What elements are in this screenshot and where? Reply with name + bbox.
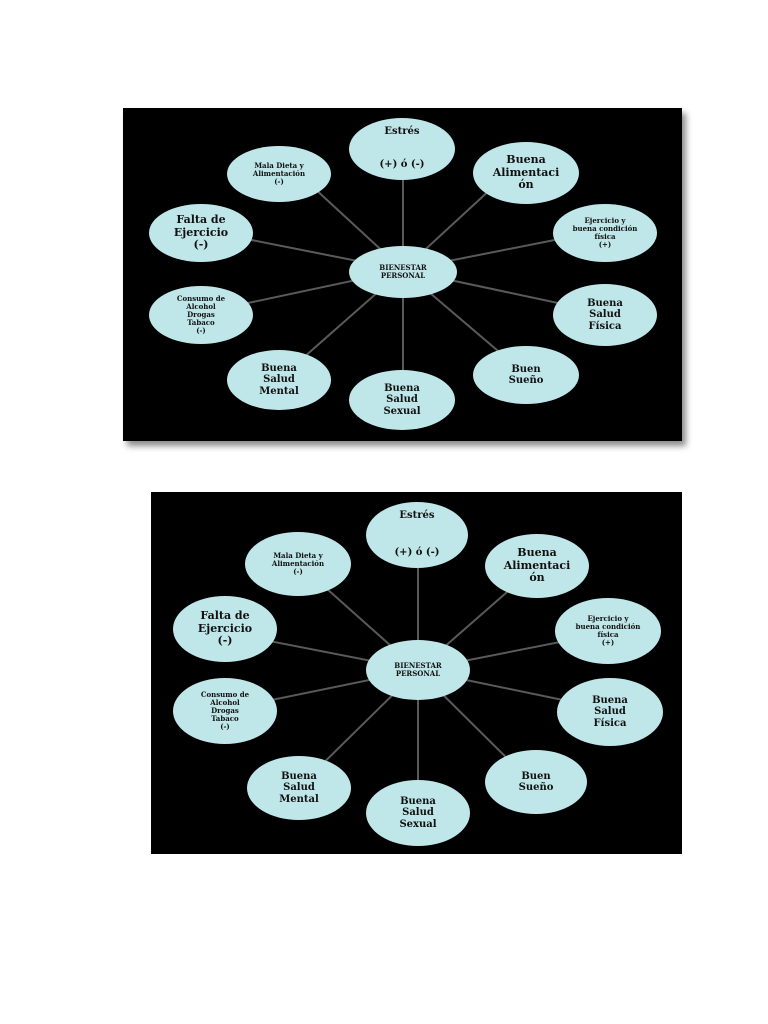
node-center: BIENESTAR PERSONAL [349,246,457,298]
node-buena-salud-sexual: Buena Salud Sexual [366,780,470,846]
node-center-label: BIENESTAR PERSONAL [379,262,427,280]
node-buena-salud-sexual: Buena Salud Sexual [349,370,455,430]
node-buena-salud-mental: Buena Salud Mental [247,756,351,820]
node-buena-salud-mental-label: Buena Salud Mental [279,770,319,805]
node-buena-salud-mental: Buena Salud Mental [227,350,331,410]
node-center-label: BIENESTAR PERSONAL [394,660,442,678]
node-buen-sueno: Buen Sueño [485,750,587,814]
node-buen-sueno: Buen Sueño [473,346,579,404]
diagram-panel-bottom: Estrés (+) ó (-) Mala Dieta y Alimentaci… [151,492,682,854]
node-estres: Estrés (+) ó (-) [349,118,455,180]
node-mala-dieta: Mala Dieta y Alimentación (-) [245,532,351,596]
node-buena-salud-fisica: Buena Salud Física [553,284,657,346]
node-estres-title: Estrés [399,510,435,521]
node-buena-alimentacion-label: Buena Alimentaci ón [503,546,571,585]
node-buena-salud-sexual-label: Buena Salud Sexual [383,382,421,417]
node-falta-ejercicio: Falta de Ejercicio (-) [149,204,253,262]
node-falta-ejercicio-label: Falta de Ejercicio (-) [173,213,229,252]
node-buena-salud-sexual-label: Buena Salud Sexual [399,795,437,830]
node-buen-sueno-label: Buen Sueño [508,363,544,387]
node-mala-dieta: Mala Dieta y Alimentación (-) [227,146,331,202]
node-falta-ejercicio: Falta de Ejercicio (-) [173,596,277,662]
node-estres-title: Estrés [384,126,420,137]
node-consumo: Consumo de Alcohol Drogas Tabaco (-) [173,678,277,744]
node-consumo: Consumo de Alcohol Drogas Tabaco (-) [149,286,253,344]
node-falta-ejercicio-label: Falta de Ejercicio (-) [197,609,253,648]
node-buena-salud-fisica: Buena Salud Física [557,678,663,746]
node-consumo-label: Consumo de Alcohol Drogas Tabaco (-) [200,689,250,732]
node-estres: Estrés (+) ó (-) [366,502,468,568]
node-estres-sign: (+) ó (-) [394,546,440,558]
node-buena-salud-fisica-label: Buena Salud Física [592,694,628,729]
node-ejercicio: Ejercicio y buena condición física (+) [553,204,657,262]
node-buena-alimentacion-label: Buena Alimentaci ón [492,153,560,192]
node-buena-alimentacion: Buena Alimentaci ón [485,534,589,598]
node-ejercicio-label: Ejercicio y buena condición física (+) [572,215,638,250]
node-ejercicio-label: Ejercicio y buena condición física (+) [575,613,641,648]
node-buena-salud-fisica-label: Buena Salud Física [587,297,623,332]
node-center: BIENESTAR PERSONAL [366,640,470,700]
node-estres-sign: (+) ó (-) [379,158,425,170]
node-buena-alimentacion: Buena Alimentaci ón [473,142,579,204]
node-ejercicio: Ejercicio y buena condición física (+) [555,598,661,664]
node-mala-dieta-label: Mala Dieta y Alimentación (-) [252,160,306,187]
diagram-panel-top: Estrés (+) ó (-) Mala Dieta y Alimentaci… [123,108,682,441]
node-mala-dieta-label: Mala Dieta y Alimentación (-) [271,550,325,577]
node-buen-sueno-label: Buen Sueño [518,770,554,794]
node-consumo-label: Consumo de Alcohol Drogas Tabaco (-) [176,293,226,336]
node-buena-salud-mental-label: Buena Salud Mental [259,362,299,397]
